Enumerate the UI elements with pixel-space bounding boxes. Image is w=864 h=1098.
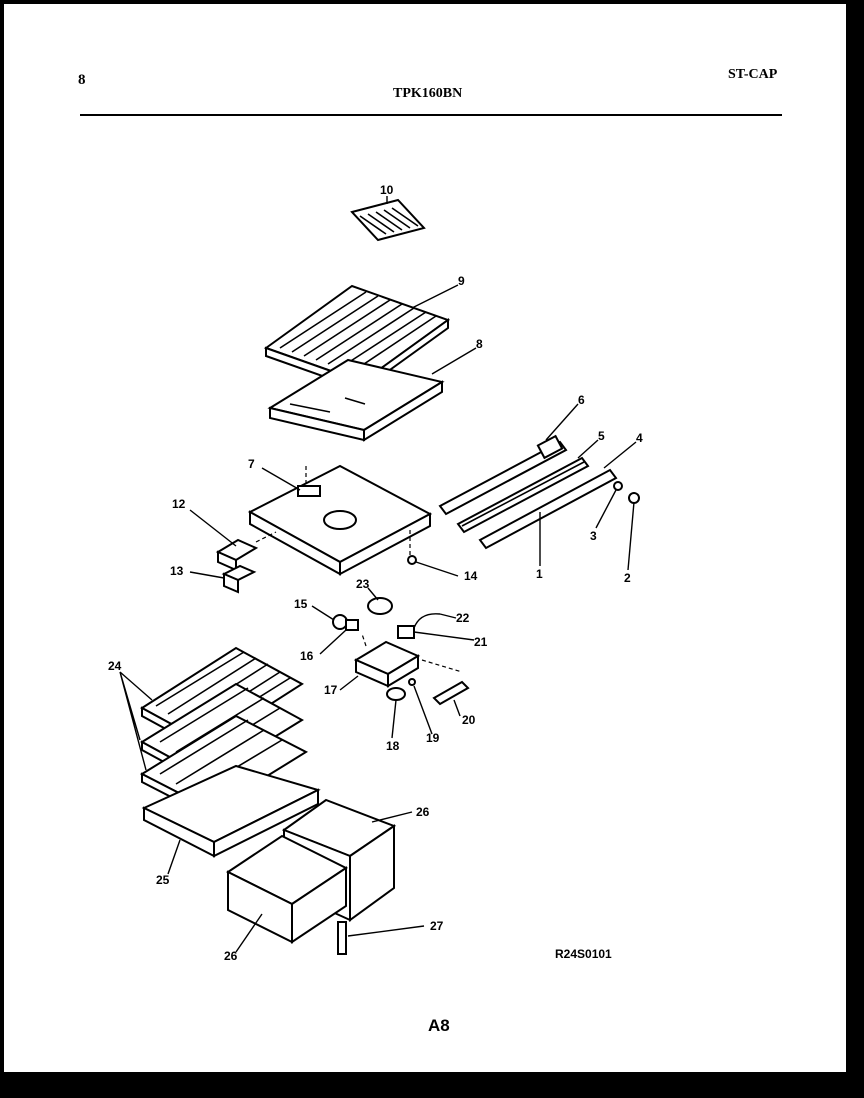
callout-21: 21 — [474, 635, 488, 649]
part-15-light-bulb — [332, 614, 348, 630]
part-23-knob — [367, 597, 393, 615]
callout-27: 27 — [430, 919, 444, 933]
part-3-washer — [613, 481, 623, 491]
callout-22: 22 — [456, 611, 470, 625]
callout-15: 15 — [294, 597, 308, 611]
part-7-control-housing — [247, 464, 433, 576]
page-number: 8 — [78, 72, 86, 88]
part-2-screw — [628, 492, 640, 504]
callout-24: 24 — [108, 659, 122, 673]
callout-7: 7 — [248, 457, 255, 471]
callout-13: 13 — [170, 564, 184, 578]
callout-12: 12 — [172, 497, 186, 511]
part-13-bracket — [221, 564, 257, 594]
part-26-crisper-drawer-left — [226, 834, 348, 944]
callout-1: 1 — [536, 567, 543, 581]
callout-5: 5 — [598, 429, 605, 443]
callout-25: 25 — [156, 873, 170, 887]
part-5-rail-channel — [456, 456, 590, 534]
part-6-rail — [438, 434, 568, 516]
callout-19: 19 — [426, 731, 440, 745]
part-14-screw — [407, 555, 417, 565]
section-code: ST-CAP — [728, 67, 778, 82]
callout-6: 6 — [578, 393, 585, 407]
part-27-bolt — [337, 921, 347, 955]
callout-26-bottom: 26 — [224, 949, 238, 963]
callout-26-top: 26 — [416, 805, 430, 819]
callout-8: 8 — [476, 337, 483, 351]
part-4-rail — [478, 468, 618, 550]
callout-14: 14 — [464, 569, 478, 583]
callout-17: 17 — [324, 683, 338, 697]
model-number: TPK160BN — [393, 86, 463, 101]
page-label: A8 — [428, 1016, 450, 1035]
part-18-gasket — [386, 687, 406, 701]
part-19-screw — [408, 678, 416, 686]
part-20-plate — [432, 680, 470, 706]
callout-23: 23 — [356, 577, 370, 591]
drawing-id: R24S0101 — [555, 947, 612, 961]
part-25-crisper-cover — [141, 764, 321, 858]
callout-4: 4 — [636, 431, 643, 445]
callout-9: 9 — [458, 274, 465, 288]
parts-sheet — [4, 4, 846, 1072]
callout-16: 16 — [300, 649, 314, 663]
part-10-vent-grille — [350, 198, 426, 242]
part-12-bracket — [215, 538, 259, 572]
callout-3: 3 — [590, 529, 597, 543]
part-17-control-box — [353, 640, 421, 688]
part-22-capillary — [413, 613, 441, 629]
callout-20: 20 — [462, 713, 476, 727]
header-rule — [80, 114, 782, 116]
callout-18: 18 — [386, 739, 400, 753]
part-8-shelf-cover — [267, 358, 445, 442]
part-21-thermostat — [397, 625, 415, 639]
callout-10: 10 — [380, 183, 394, 197]
part-16-socket — [345, 619, 359, 631]
callout-2: 2 — [624, 571, 631, 585]
